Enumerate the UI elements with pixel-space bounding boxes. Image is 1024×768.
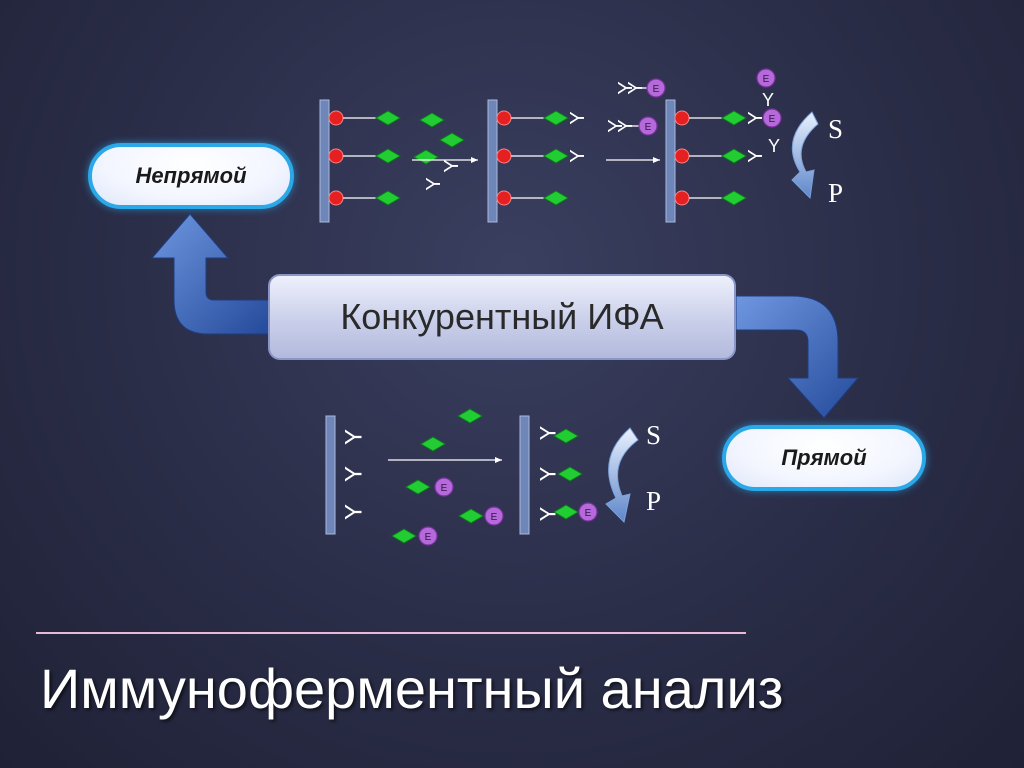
antibody-glyph: Y (441, 159, 463, 172)
enzyme-circle (578, 502, 598, 522)
reaction-arrow-head (471, 157, 478, 163)
antigen-diamond (375, 148, 401, 164)
substrate-conversion-arrow-top (791, 111, 819, 200)
antigen-diamond (543, 148, 569, 164)
antibody-glyph: Y (536, 466, 561, 481)
plate-surface (325, 415, 336, 535)
antigen-diamond (543, 190, 569, 206)
antibody-glyph: Y (762, 90, 774, 110)
antigen-diamond (458, 508, 484, 524)
antigen-diamond (405, 479, 431, 495)
enzyme-circle (418, 526, 438, 546)
enzyme-label: E (585, 508, 592, 519)
plate-surface (519, 415, 530, 535)
enzyme-label: E (441, 483, 448, 494)
antigen-diamond (721, 110, 747, 126)
antibody-glyph: Y (615, 81, 637, 94)
coated-antigen-dot (496, 190, 512, 206)
antibody-glyph: Y (615, 119, 637, 132)
enzyme-circle (638, 116, 658, 136)
reaction-arrow-head (495, 457, 502, 463)
antibody-glyph: Y (536, 506, 561, 521)
enzyme-label: E (763, 74, 770, 85)
slide-title: Иммуноферментный анализ (40, 657, 784, 720)
enzyme-circle (434, 477, 454, 497)
enzyme-circle (756, 68, 776, 88)
coated-antigen-dot (674, 190, 690, 206)
antibody-glyph: Y (768, 136, 780, 156)
antigen-diamond (553, 428, 579, 444)
plate-surface (319, 99, 330, 223)
antibody-glyph: Y (341, 466, 368, 482)
arrow-to-direct (735, 295, 860, 419)
competitive-elisa-box: Конкурентный ИФА (268, 274, 736, 360)
enzyme-label: E (653, 84, 660, 95)
product-label-bottom: P (646, 486, 662, 516)
antibody-glyph: Y (341, 504, 368, 520)
enzyme-circle (762, 108, 782, 128)
plate-surface (487, 99, 498, 223)
substrate-conversion-arrow-bottom (605, 427, 639, 524)
substrate-label-bottom: S (646, 420, 662, 450)
arrow-to-indirect (150, 213, 271, 335)
enzyme-label: E (645, 122, 652, 133)
enzyme-label: E (491, 512, 498, 523)
antigen-diamond (420, 436, 446, 452)
antigen-diamond (457, 408, 483, 424)
antigen-diamond (375, 190, 401, 206)
competitive-elisa-label: Конкурентный ИФА (340, 296, 664, 337)
antigen-diamond (419, 112, 445, 128)
antibody-glyph: Y (625, 81, 647, 94)
product-label-top: P (828, 178, 844, 208)
coated-antigen-dot (674, 110, 690, 126)
antibody-glyph: Y (341, 429, 368, 445)
antigen-diamond (391, 528, 417, 544)
substrate-label-top: S (828, 114, 844, 144)
indirect-method-label: Непрямой (135, 163, 247, 188)
coated-antigen-dot (496, 110, 512, 126)
enzyme-circle (646, 78, 666, 98)
antibody-glyph: Y (567, 149, 589, 162)
coated-antigen-dot (328, 190, 344, 206)
antibody-glyph: Y (745, 111, 767, 124)
reaction-arrow-head (653, 157, 660, 163)
title-divider (36, 632, 746, 634)
antigen-diamond (413, 149, 439, 165)
antigen-diamond (721, 190, 747, 206)
antigen-diamond (721, 148, 747, 164)
coated-antigen-dot (496, 148, 512, 164)
direct-method-pill: Прямой (722, 425, 926, 491)
coated-antigen-dot (328, 110, 344, 126)
plate-surface (665, 99, 676, 223)
antigen-diamond (439, 132, 465, 148)
enzyme-label: E (425, 532, 432, 543)
antigen-diamond (557, 466, 583, 482)
direct-method-label: Прямой (781, 445, 867, 470)
antibody-glyph: Y (745, 149, 767, 162)
antigen-diamond (553, 504, 579, 520)
coated-antigen-dot (328, 148, 344, 164)
enzyme-circle (484, 506, 504, 526)
antibody-glyph: Y (605, 119, 627, 132)
indirect-method-pill: Непрямой (88, 143, 294, 209)
antigen-diamond (543, 110, 569, 126)
antibody-glyph: Y (423, 177, 445, 190)
antibody-glyph: Y (567, 111, 589, 124)
antigen-diamond (375, 110, 401, 126)
coated-antigen-dot (674, 148, 690, 164)
enzyme-label: E (769, 114, 776, 125)
